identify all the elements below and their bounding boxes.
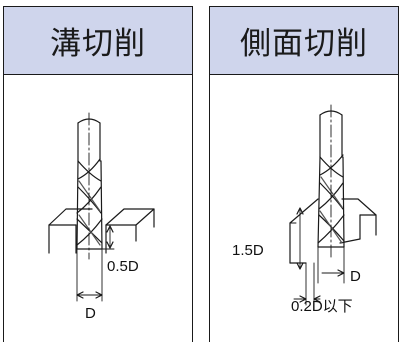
width-dimension — [293, 262, 321, 306]
side-cutting-title: 側面切削 — [240, 26, 368, 62]
side-cutting-panel: 側面切削 — [209, 6, 399, 342]
depth-label: 1.5D — [232, 242, 264, 259]
groove-cutting-panel: 溝切削 — [3, 6, 193, 342]
groove-cutting-diagram: 0.5D D — [48, 112, 155, 322]
end-mill-tool — [76, 118, 103, 250]
workpiece-block — [289, 198, 377, 264]
workpiece-right-block — [105, 208, 155, 254]
end-mill-tool — [317, 110, 345, 248]
side-cutting-diagram: 1.5D D 0.2D以下 — [232, 104, 377, 315]
diameter-dimension — [317, 246, 345, 284]
groove-cutting-title: 溝切削 — [50, 26, 146, 62]
diameter-label: D — [85, 305, 96, 322]
depth-label: 0.5D — [107, 258, 139, 275]
diameter-label: D — [350, 268, 361, 285]
depth-dimension — [101, 224, 115, 250]
depth-dimension — [289, 207, 304, 270]
workpiece-left-block — [48, 208, 93, 254]
diameter-dimension — [76, 248, 103, 302]
width-label: 0.2D以下 — [291, 298, 353, 315]
groove-cutting-header: 溝切削 — [4, 7, 192, 75]
side-cutting-header: 側面切削 — [210, 7, 398, 75]
